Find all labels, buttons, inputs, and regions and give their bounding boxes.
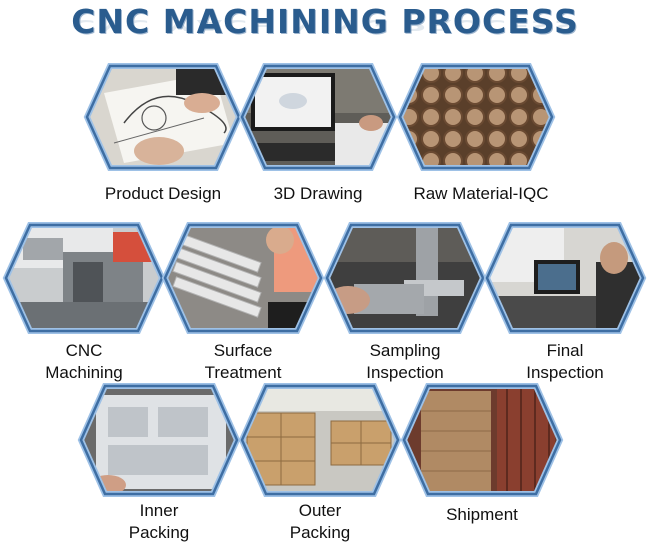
step-shipment-label: Shipment: [446, 505, 518, 524]
step-3d-drawing-image: [238, 63, 398, 171]
step-raw-material-iqc-image: [396, 63, 556, 171]
step-raw-material-iqc-label: Raw Material-IQC: [413, 184, 549, 203]
step-sampling-inspection-image: [323, 222, 487, 334]
step-outer-packing-image: [238, 383, 402, 497]
step-product-design-label: Product Design: [104, 184, 222, 203]
page-title: CNC MACHINING PROCESS: [71, 2, 579, 41]
step-cnc-machining-label: CNC Machining: [45, 341, 123, 382]
step-shipment-image: [400, 383, 564, 497]
step-3d-drawing-label: 3D Drawing: [273, 184, 363, 203]
step-outer-packing-label: Outer Packing: [289, 501, 351, 542]
step-sampling-inspection-label: Sampling Inspection: [366, 341, 444, 382]
step-surface-treatment-label: Surface Treatment: [204, 341, 282, 382]
step-final-inspection-image: [483, 222, 647, 334]
step-final-inspection-label: Final Inspection: [526, 341, 604, 382]
step-cnc-machining-image: [2, 222, 166, 334]
step-surface-treatment-image: [161, 222, 325, 334]
step-inner-packing-image: [77, 383, 241, 497]
step-product-design-image: [83, 63, 243, 171]
step-inner-packing-label: Inner Packing: [128, 501, 190, 542]
